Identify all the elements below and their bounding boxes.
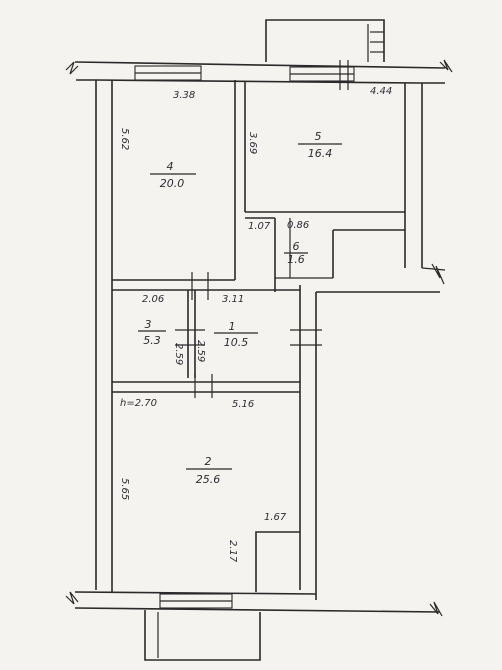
dim-room3-length: 2.59 [173,343,184,365]
balcony-top [265,19,385,62]
room-1-number: 1 [229,320,236,333]
dim-room1-length: 2.59 [195,340,206,362]
dim-room2-length: 5.65 [119,478,130,500]
dim-room3-width: 2.06 [142,294,164,305]
room-6-area: 1.6 [287,253,305,266]
dim-room2-width: 5.16 [232,399,254,410]
room-6-number: 6 [293,240,300,253]
room-5-area: 16.4 [308,147,333,160]
windows [134,60,355,609]
balcony-bottom [144,610,261,661]
dim-niche-length: 2.17 [227,540,238,563]
room-3-area: 5.3 [143,334,161,347]
dim-room1-width: 3.11 [222,294,244,305]
ceiling-height: h=2.70 [120,398,157,409]
dim-room4-length: 5.62 [119,128,130,150]
dim-room6-width-a: 1.07 [248,221,271,232]
room-4-number: 4 [167,160,174,173]
dim-room5-length: 3.69 [247,132,258,154]
room-1-area: 10.5 [224,336,249,349]
interior-walls [112,80,405,592]
room-2-number: 2 [205,455,212,468]
dim-room6-width-b: 0.86 [287,220,309,231]
room-4-area: 20.0 [160,177,185,190]
dim-niche-width: 1.67 [264,512,287,523]
room-2-area: 25.6 [196,473,221,486]
room-labels: 4 20.0 5 16.4 6 1.6 3 5.3 1 10.5 2 25.6 [138,130,342,486]
dim-room4-width: 3.38 [173,90,195,101]
room-5-number: 5 [315,130,322,143]
dim-room5-width: 4.44 [370,86,392,97]
room-3-number: 3 [145,318,152,331]
dimension-labels: 3.38 4.44 5.62 3.69 1.07 0.86 2.06 3.11 … [119,86,392,563]
